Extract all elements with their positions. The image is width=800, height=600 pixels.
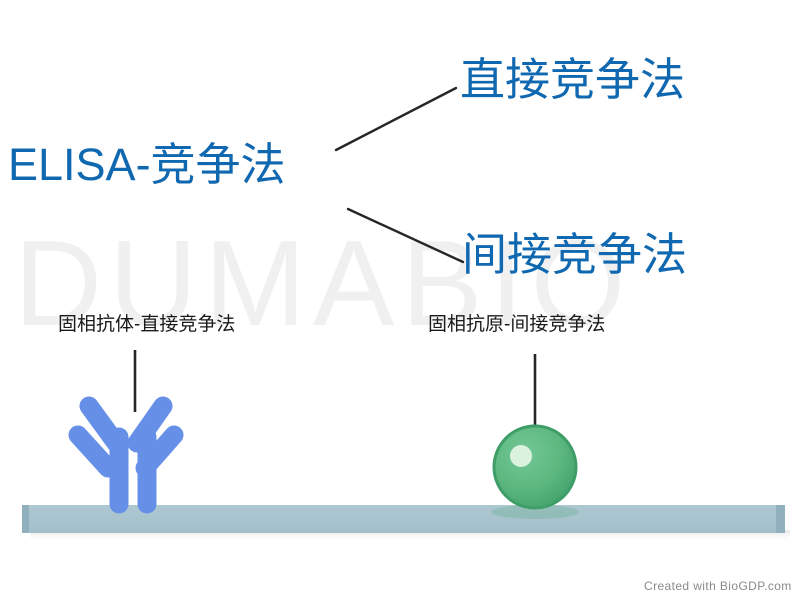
solid-phase-antibody-y-shape: [68, 396, 184, 514]
antigen-shadow: [491, 505, 579, 519]
caption-solid-phase-antibody: 固相抗体-直接竞争法: [58, 314, 236, 335]
page-title: ELISA-竞争法: [8, 139, 286, 190]
caption-solid-phase-antigen: 固相抗原-间接竞争法: [428, 314, 606, 335]
branch-label-direct: 直接竞争法: [460, 54, 686, 105]
connector-line-direct: [334, 86, 458, 152]
plate-right-edge: [776, 505, 785, 533]
watermark-text: DUMABIO: [14, 215, 633, 351]
antigen-body: [492, 424, 578, 510]
microplate-solid-phase-bar: [22, 505, 785, 533]
connector-line-indirect: [346, 207, 465, 264]
antigen-highlight: [510, 445, 532, 467]
attribution-footer: Created with BioGDP.com: [644, 579, 792, 593]
branch-label-indirect: 间接竞争法: [462, 229, 688, 280]
solid-phase-antigen-sphere: [491, 424, 579, 519]
plate-left-edge: [22, 505, 29, 533]
